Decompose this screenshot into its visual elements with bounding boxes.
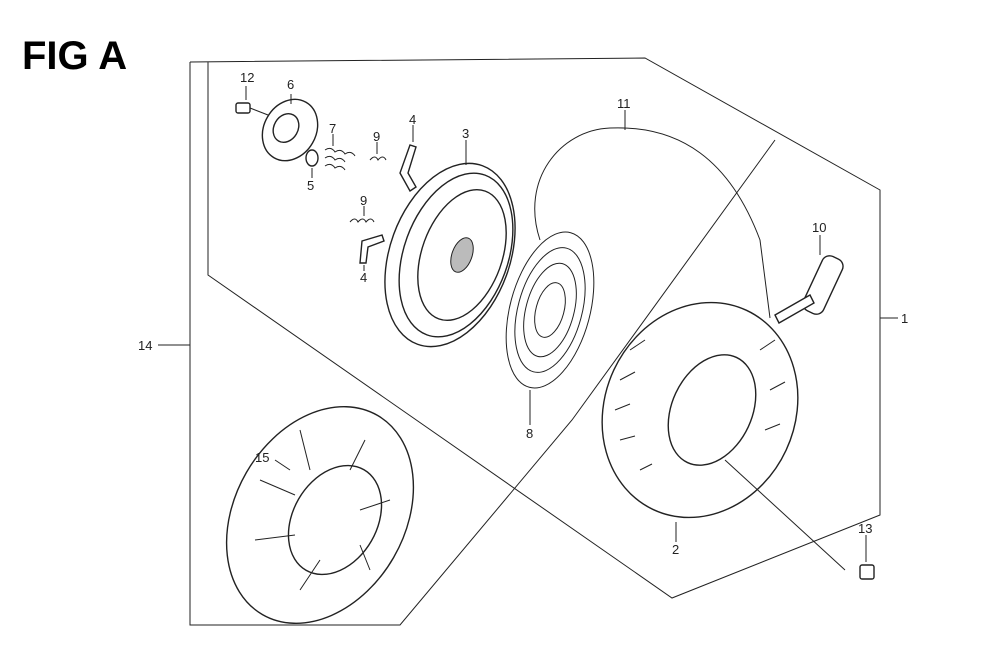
callout-8: 8 xyxy=(526,426,533,441)
callout-4-upper: 4 xyxy=(409,112,416,127)
callout-7: 7 xyxy=(329,121,336,136)
callout-4-lower: 4 xyxy=(360,270,367,285)
figure-title: FIG A xyxy=(22,34,128,78)
part-6-ratchet-cam xyxy=(261,94,319,162)
part-7-spring xyxy=(324,134,356,171)
part-5-washer xyxy=(305,149,319,178)
part-10-starter-grip xyxy=(774,235,844,324)
part-4-ratchet-pawl xyxy=(359,125,417,271)
callout-5: 5 xyxy=(307,178,314,193)
callout-12: 12 xyxy=(240,70,254,85)
callout-9-lower: 9 xyxy=(360,193,367,208)
callout-13: 13 xyxy=(858,521,872,536)
callout-6: 6 xyxy=(287,77,294,92)
part-3-reel xyxy=(384,140,516,348)
callout-11: 11 xyxy=(617,96,631,111)
callout-3: 3 xyxy=(462,126,469,141)
callout-1: 1 xyxy=(901,311,908,326)
callout-labels: 12 6 7 5 9 9 4 4 3 11 10 1 14 8 2 15 13 xyxy=(138,70,908,557)
part-2-starter-case xyxy=(601,301,799,542)
part-12-bolt xyxy=(235,86,269,116)
callout-10: 10 xyxy=(812,220,826,235)
part-13-flange-bolt xyxy=(724,459,875,580)
callout-14: 14 xyxy=(138,338,152,353)
callout-9-upper: 9 xyxy=(373,129,380,144)
assembly-outline xyxy=(158,57,898,626)
part-8-spiral-spring xyxy=(505,231,595,425)
part-15-fan-cover xyxy=(225,406,415,624)
part-9-spring xyxy=(349,142,387,223)
callout-2: 2 xyxy=(672,542,679,557)
part-11-starter-rope xyxy=(534,110,771,319)
callout-15: 15 xyxy=(255,450,269,465)
